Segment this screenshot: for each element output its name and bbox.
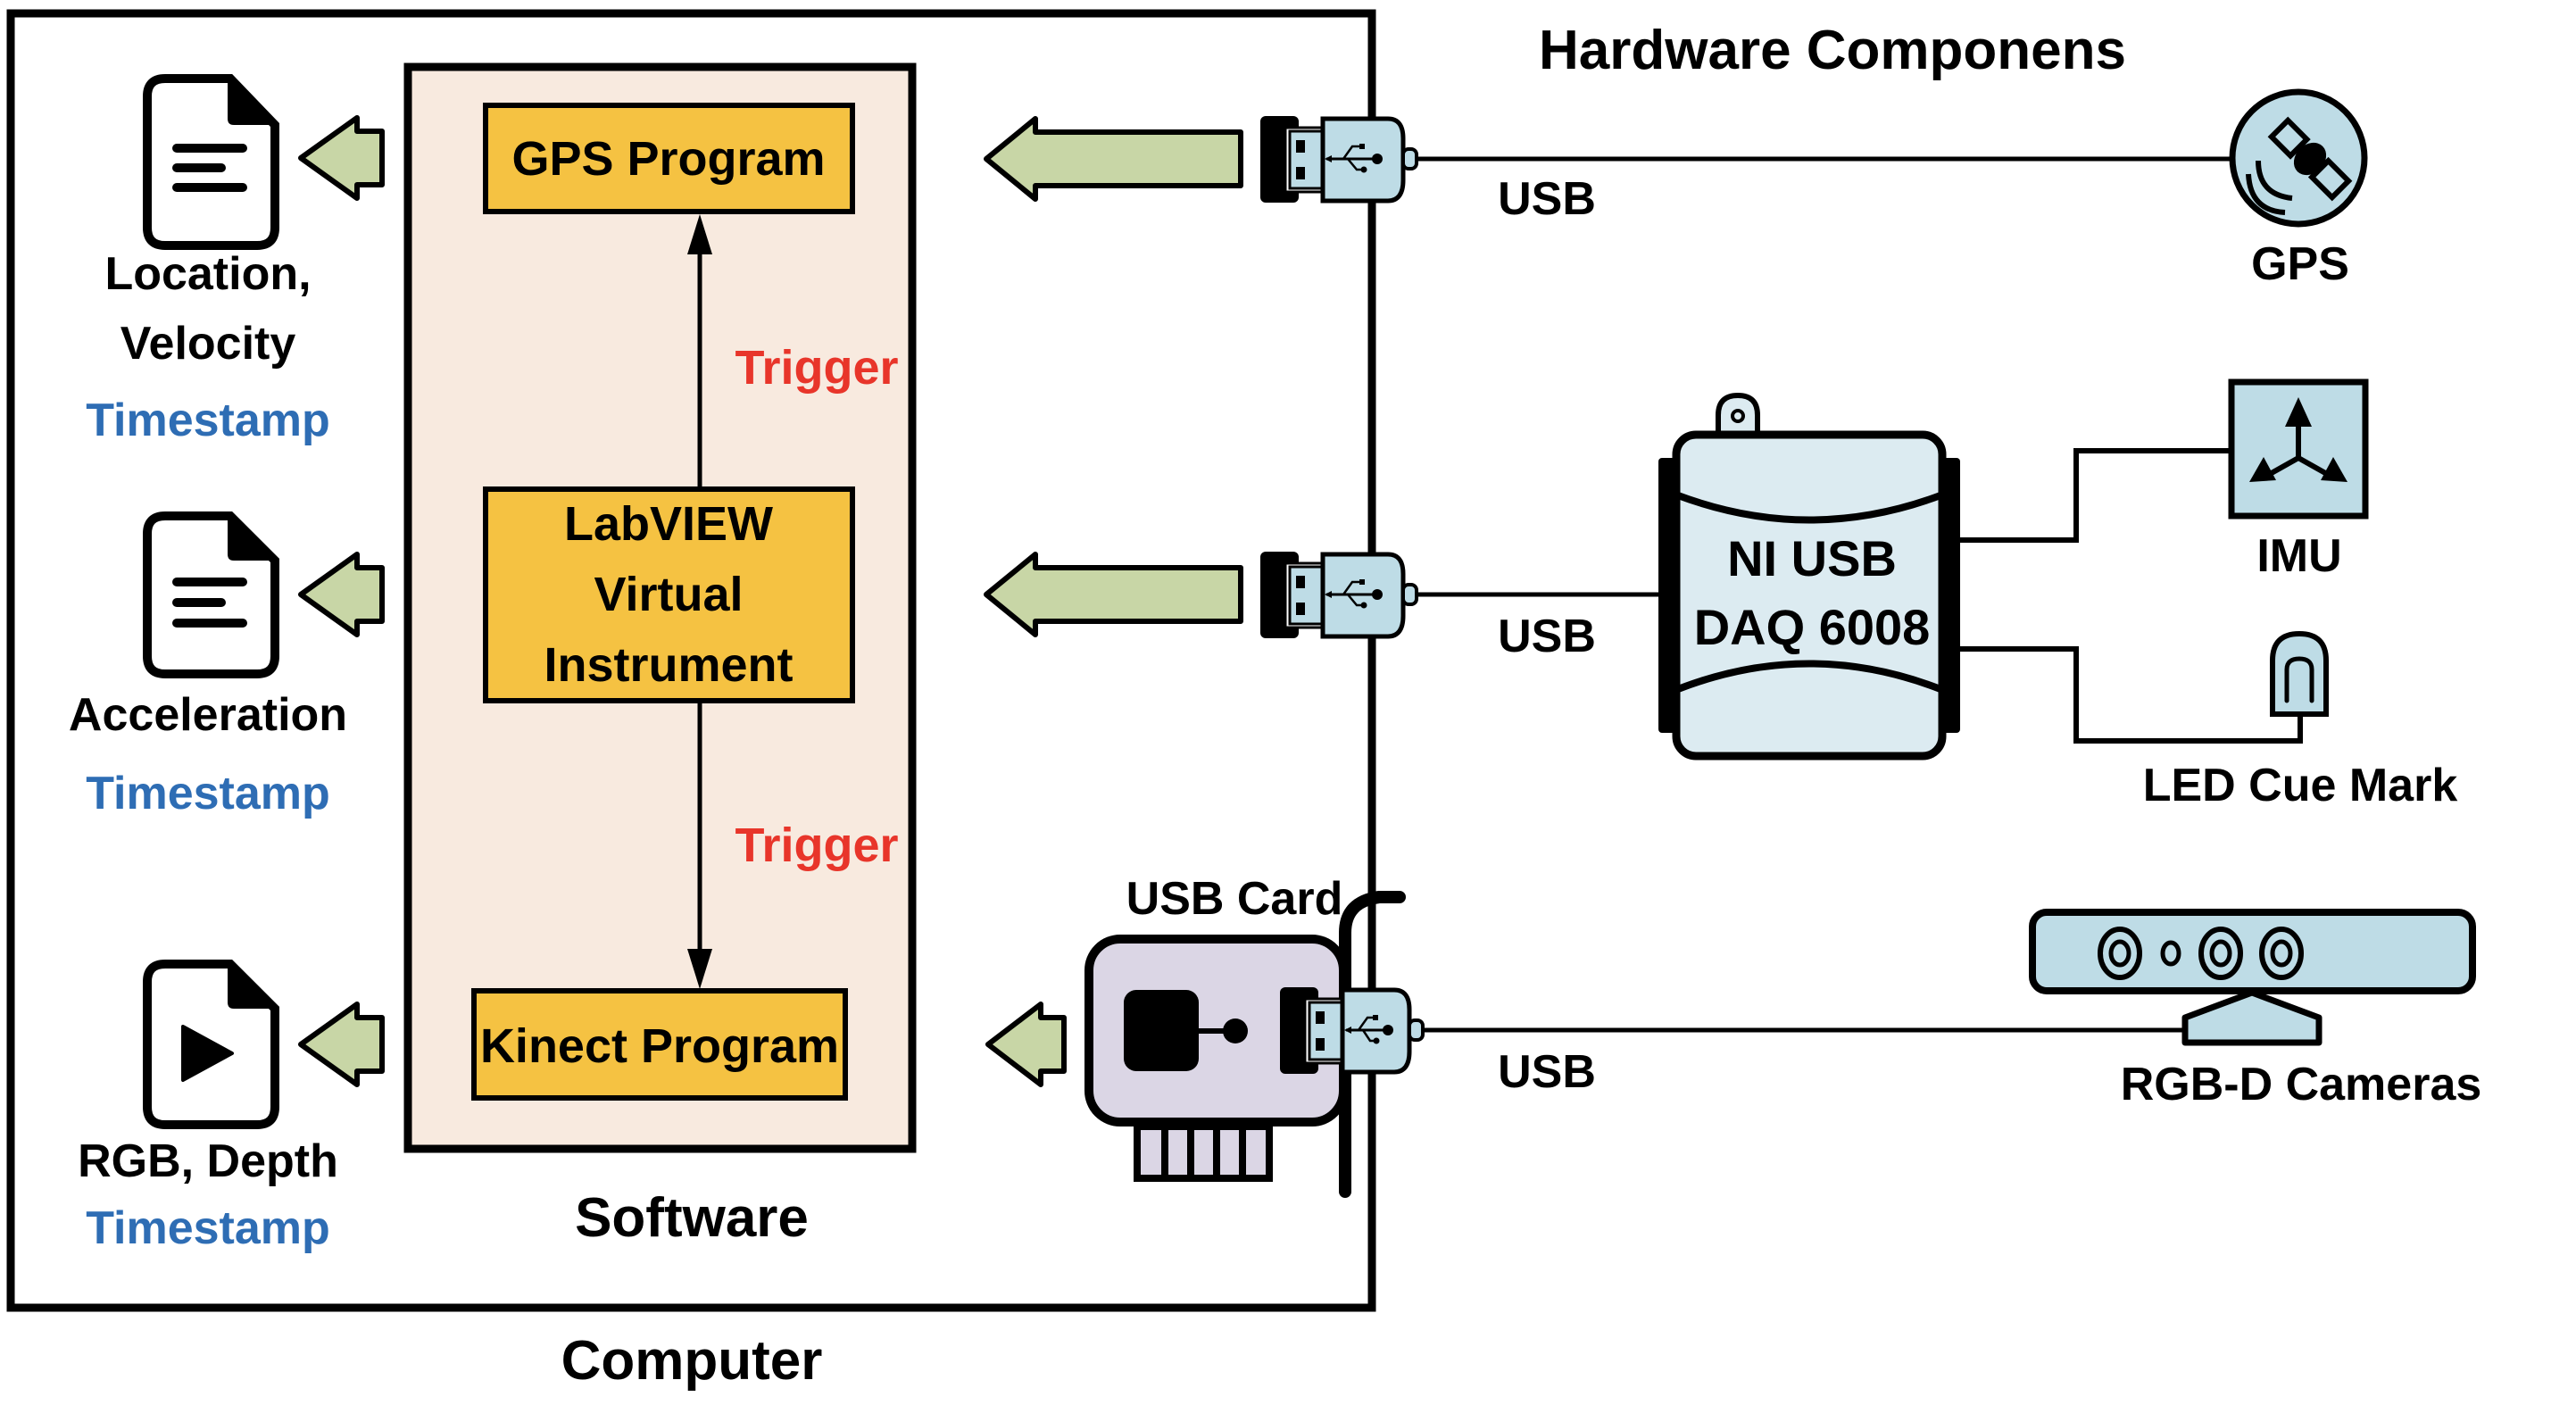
- usb-card: [1084, 891, 1406, 1198]
- output-arrow-1: [298, 115, 385, 201]
- hardware-title: Hardware Componens: [1539, 20, 2126, 81]
- gps-program-box: GPS Program: [483, 103, 855, 214]
- output-3-line-1: RGB, Depth: [78, 1135, 338, 1187]
- satellite-icon: [2229, 88, 2368, 228]
- daq-label-line-1: NI USB: [1727, 530, 1897, 586]
- kinect-program-box: Kinect Program: [471, 988, 848, 1101]
- input-arrow-gps: [984, 116, 1243, 202]
- wire-imu: [1960, 448, 2231, 543]
- software-label: Software: [575, 1187, 809, 1249]
- usb-label-camera: USB: [1498, 1046, 1596, 1098]
- trigger-label-down: Trigger: [735, 819, 898, 872]
- camera-label: RGB-D Cameras: [2121, 1059, 2482, 1110]
- output-2-line-1: Acceleration: [69, 689, 347, 741]
- trigger-label-up: Trigger: [735, 341, 898, 395]
- usb-label-daq: USB: [1498, 611, 1596, 662]
- output-arrow-3: [298, 1002, 385, 1087]
- output-3-timestamp: Timestamp: [86, 1202, 330, 1254]
- led-label: LED Cue Mark: [2143, 760, 2458, 811]
- output-arrow-2: [298, 552, 385, 637]
- led-icon: [2270, 630, 2329, 717]
- input-arrow-kinect: [985, 1002, 1067, 1087]
- input-arrow-daq: [984, 552, 1243, 637]
- labview-box: LabVIEW Virtual Instrument: [483, 486, 855, 703]
- usb-plug-icon: [1260, 116, 1418, 204]
- trigger-arrow-up: [687, 214, 712, 489]
- usb-plug-icon: [1260, 552, 1418, 639]
- output-2-timestamp: Timestamp: [86, 768, 330, 819]
- usb-label-gps: USB: [1498, 173, 1596, 225]
- video-document-icon: [143, 960, 279, 1129]
- computer-label: Computer: [561, 1330, 823, 1392]
- text-document-icon: [143, 74, 279, 250]
- axes-icon: [2228, 378, 2369, 520]
- output-1-line-2: Velocity: [120, 318, 296, 370]
- trigger-arrow-down: [687, 701, 712, 989]
- labview-label-line-2: Virtual: [594, 568, 743, 621]
- labview-label-line-3: Instrument: [544, 638, 793, 692]
- kinect-program-label: Kinect Program: [480, 1019, 839, 1073]
- imu-label: IMU: [2256, 530, 2341, 582]
- gps-program-label: GPS Program: [511, 132, 825, 186]
- usb-card-label: USB Card: [1126, 873, 1343, 925]
- depth-camera-icon: [2029, 909, 2476, 1046]
- labview-label-line-1: LabVIEW: [564, 497, 773, 551]
- daq-device: NI USB DAQ 6008: [1658, 392, 1960, 761]
- output-1-timestamp: Timestamp: [86, 395, 330, 446]
- wire-led: [1960, 646, 2303, 744]
- daq-label-line-2: DAQ 6008: [1694, 599, 1931, 655]
- usb-plug-icon: [1280, 987, 1425, 1075]
- gps-device-label: GPS: [2251, 238, 2349, 290]
- text-document-icon: [143, 511, 279, 678]
- output-1-line-1: Location,: [104, 248, 311, 300]
